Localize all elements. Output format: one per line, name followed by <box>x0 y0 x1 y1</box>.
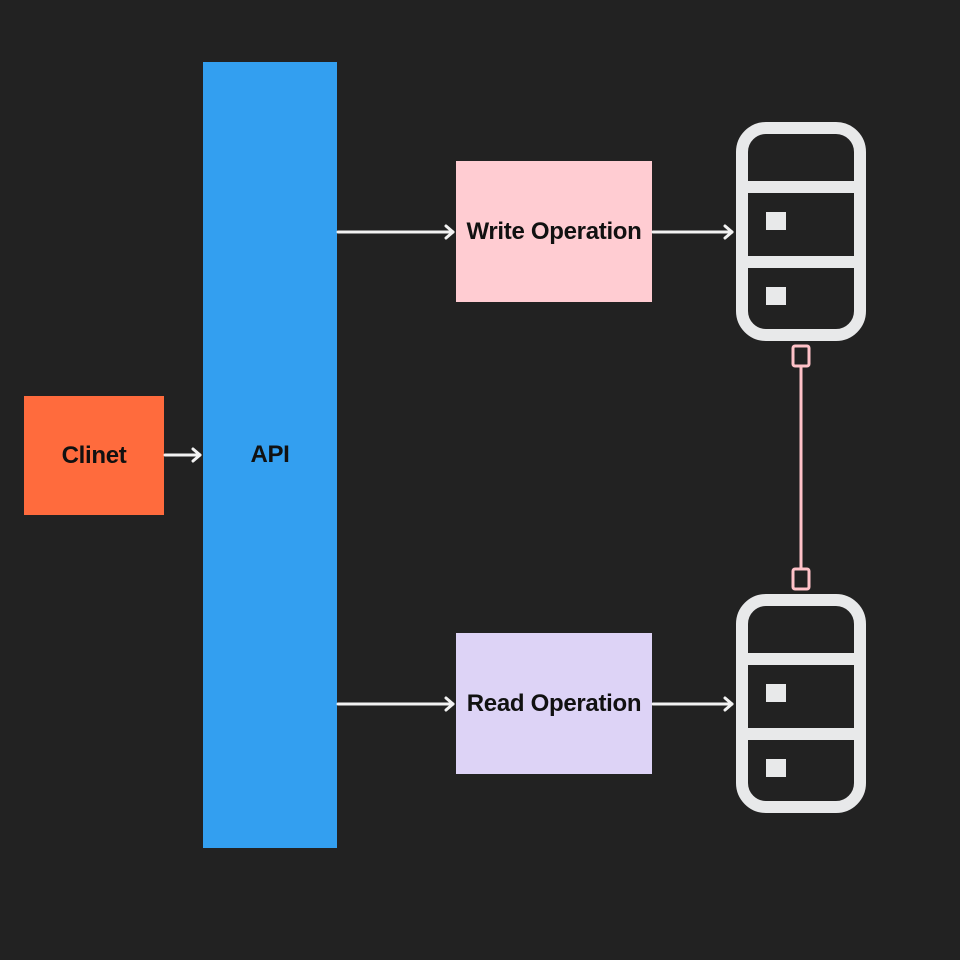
client-node: Clinet <box>24 396 164 515</box>
arrow-client-to-api <box>163 447 202 463</box>
api-node: API <box>203 62 337 848</box>
write-operation-node: Write Operation <box>456 161 652 302</box>
read-operation-label: Read Operation <box>466 689 642 717</box>
replication-endpoint-bottom <box>791 567 811 591</box>
api-label: API <box>250 441 290 468</box>
arrow-api-to-read <box>336 696 455 712</box>
arrow-read-to-db <box>651 696 734 712</box>
arrow-write-to-db <box>651 224 734 240</box>
arrow-api-to-write <box>336 224 455 240</box>
database-server-icon <box>736 122 866 341</box>
read-operation-node: Read Operation <box>456 633 652 774</box>
client-label: Clinet <box>61 441 127 469</box>
replication-link <box>791 344 811 591</box>
replication-endpoint-top <box>791 344 811 368</box>
write-operation-label: Write Operation <box>466 217 642 245</box>
database-server-icon <box>736 594 866 813</box>
